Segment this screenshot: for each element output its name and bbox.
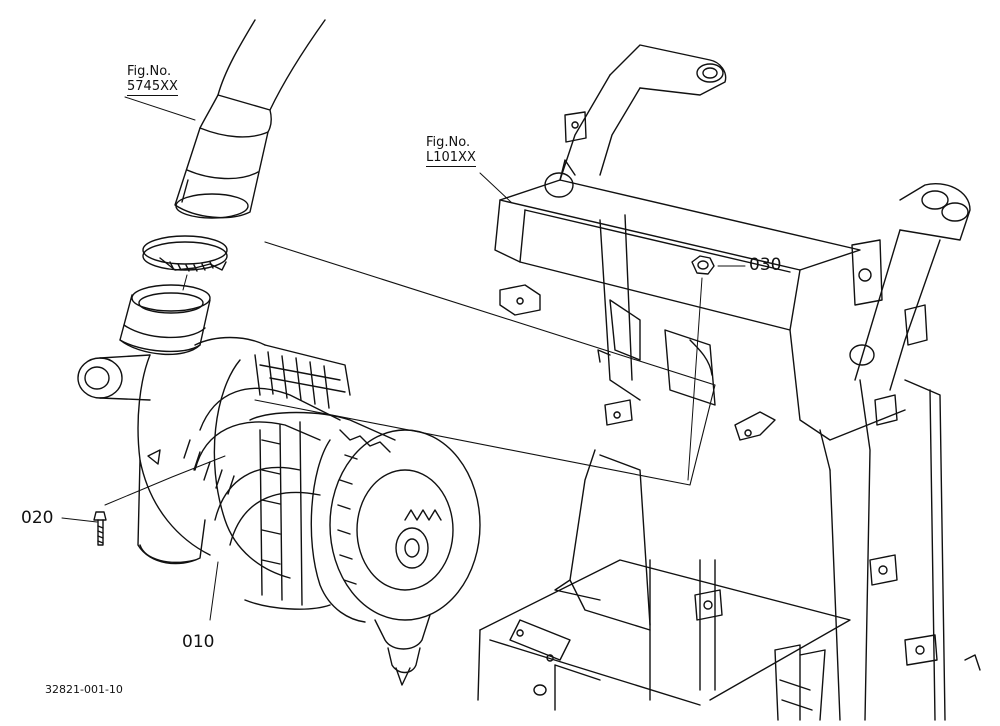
leader-lines: [62, 97, 745, 620]
mounting-plate-outline: [255, 242, 715, 485]
callout-030: 030: [749, 255, 782, 275]
frame-figure-reference: Fig.No. L101XX: [426, 135, 476, 167]
nut-030: [692, 256, 714, 274]
frame-bracket: [478, 45, 980, 720]
intake-hose: [175, 20, 325, 218]
hose-figure-reference: Fig.No. 5745XX: [127, 64, 178, 96]
callout-010: 010: [182, 632, 215, 652]
bolt-020: [94, 512, 106, 545]
air-cleaner-assembly: [78, 285, 480, 685]
callout-020: 020: [21, 508, 54, 528]
frame-ref-line2: L101XX: [426, 150, 476, 167]
hose-clamp: [143, 236, 227, 271]
hose-ref-line1: Fig.No.: [127, 64, 172, 79]
hose-ref-line2: 5745XX: [127, 79, 178, 96]
frame-ref-line1: Fig.No.: [426, 135, 471, 150]
drawing-number: 32821-001-10: [45, 683, 123, 696]
